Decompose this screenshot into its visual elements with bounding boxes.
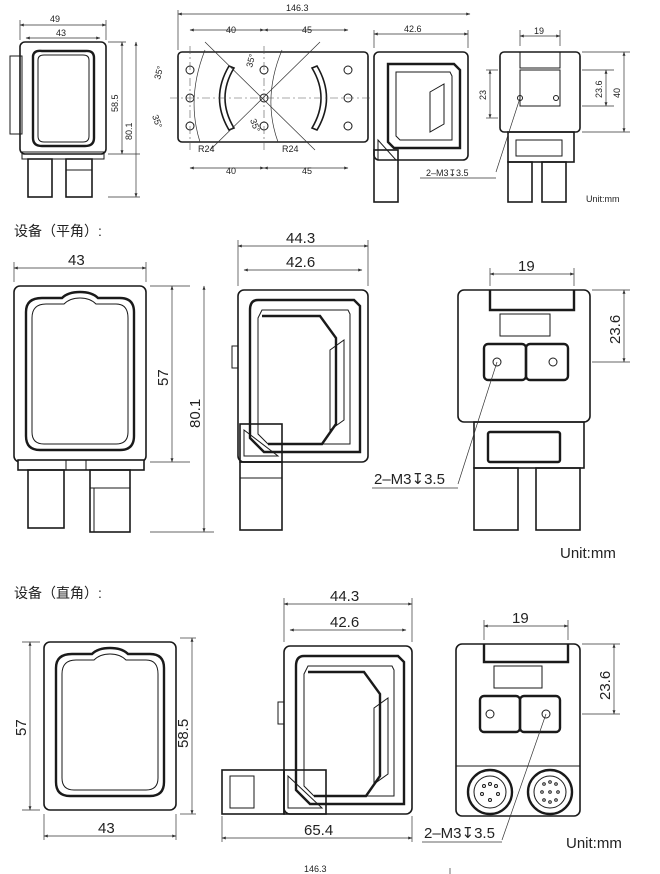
dim-bottom-overall-length: 146.3: [304, 864, 327, 874]
radius-label-right: R24: [282, 144, 299, 154]
right-back-view: 19 23.6 2–M3↧3.5 Unit:mm: [422, 610, 622, 852]
top-side-view: 42.6: [373, 24, 469, 203]
dim-top-back-width: 19: [534, 26, 544, 36]
dim-top-back-40: 40: [612, 88, 622, 98]
bottom-cutoff-strip: 146.3: [304, 864, 451, 874]
right-front-view: 57 58.5 43: [13, 637, 196, 840]
top-bracket-view: 146.3 40 45 40 45 35° 35° 35° 35° R24 R2…: [150, 3, 471, 176]
unit-label-mid: Unit:mm: [560, 545, 616, 562]
dim-top-overall-length: 146.3: [286, 3, 309, 13]
connector-m12-right: [526, 768, 574, 816]
dim-top-side-depth: 42.6: [404, 24, 422, 34]
top-section: 49 43 58.5 80.1: [9, 3, 630, 204]
flat-section: 43 57 80.1 44.3 42.6: [13, 230, 630, 562]
unit-label-bottom: Unit:mm: [566, 835, 622, 852]
angle-label-3: 35°: [150, 113, 164, 130]
dim-flat-back-height: 23.6: [607, 315, 624, 344]
right-section: 57 58.5 43 44.3: [13, 588, 622, 852]
dim-flat-side-outer: 44.3: [286, 230, 315, 247]
flat-side-view: 44.3 42.6: [231, 230, 369, 531]
right-screw-note: 2–M3↧3.5: [424, 825, 495, 842]
dim-flat-front-width: 43: [68, 252, 85, 269]
dim-right-back-height: 23.6: [597, 671, 614, 700]
angle-label-1: 35°: [152, 64, 165, 80]
dim-top-back-23: 23: [478, 90, 488, 100]
radius-label-left: R24: [198, 144, 215, 154]
dim-right-side-total: 65.4: [304, 822, 333, 839]
dim-flat-side-inner: 42.6: [286, 254, 315, 271]
angle-label-4: 35°: [248, 117, 262, 134]
angle-label-2: 35°: [244, 52, 257, 68]
dim-top-bracket-45-bottom: 45: [302, 166, 312, 176]
dim-flat-back-width: 19: [518, 258, 535, 275]
flat-front-view: 43 57 80.1: [13, 252, 214, 533]
top-back-view: 19 23.6 40 23 2–M3↧3.5 Unit:mm: [420, 26, 630, 204]
dim-right-back-width: 19: [512, 610, 529, 627]
dim-top-back-23-6: 23.6: [594, 80, 604, 98]
flat-screw-note: 2–M3↧3.5: [374, 471, 445, 488]
dim-right-front-width: 43: [98, 820, 115, 837]
dim-right-side-outer: 44.3: [330, 588, 359, 605]
heading-flat-angle: 设备（平角）:: [14, 223, 102, 239]
dim-right-front-height-left: 57: [13, 719, 30, 736]
flat-back-view: 19 23.6 2–M3↧3.5 Unit:mm: [372, 258, 630, 562]
top-screw-note: 2–M3↧3.5: [426, 168, 469, 178]
dim-right-side-inner: 42.6: [330, 614, 359, 631]
heading-right-angle: 设备（直角）:: [14, 585, 102, 601]
dim-top-bracket-45-top: 45: [302, 25, 312, 35]
dim-top-front-height: 58.5: [110, 94, 120, 112]
dim-top-front-width: 49: [50, 14, 60, 24]
right-side-view: 44.3 42.6 65.4: [221, 588, 413, 842]
dim-top-front-total-height: 80.1: [124, 122, 134, 140]
unit-label-top: Unit:mm: [586, 194, 620, 204]
dim-right-front-height-right: 58.5: [175, 719, 192, 748]
dim-top-bracket-40-bottom: 40: [226, 166, 236, 176]
dim-top-front-inner-width: 43: [56, 28, 66, 38]
dim-top-bracket-40-top: 40: [226, 25, 236, 35]
dim-flat-total-height: 80.1: [187, 399, 204, 428]
top-front-view: 49 43 58.5 80.1: [9, 14, 140, 198]
dim-flat-front-height: 57: [155, 369, 172, 386]
connector-m12-left: [466, 768, 514, 816]
